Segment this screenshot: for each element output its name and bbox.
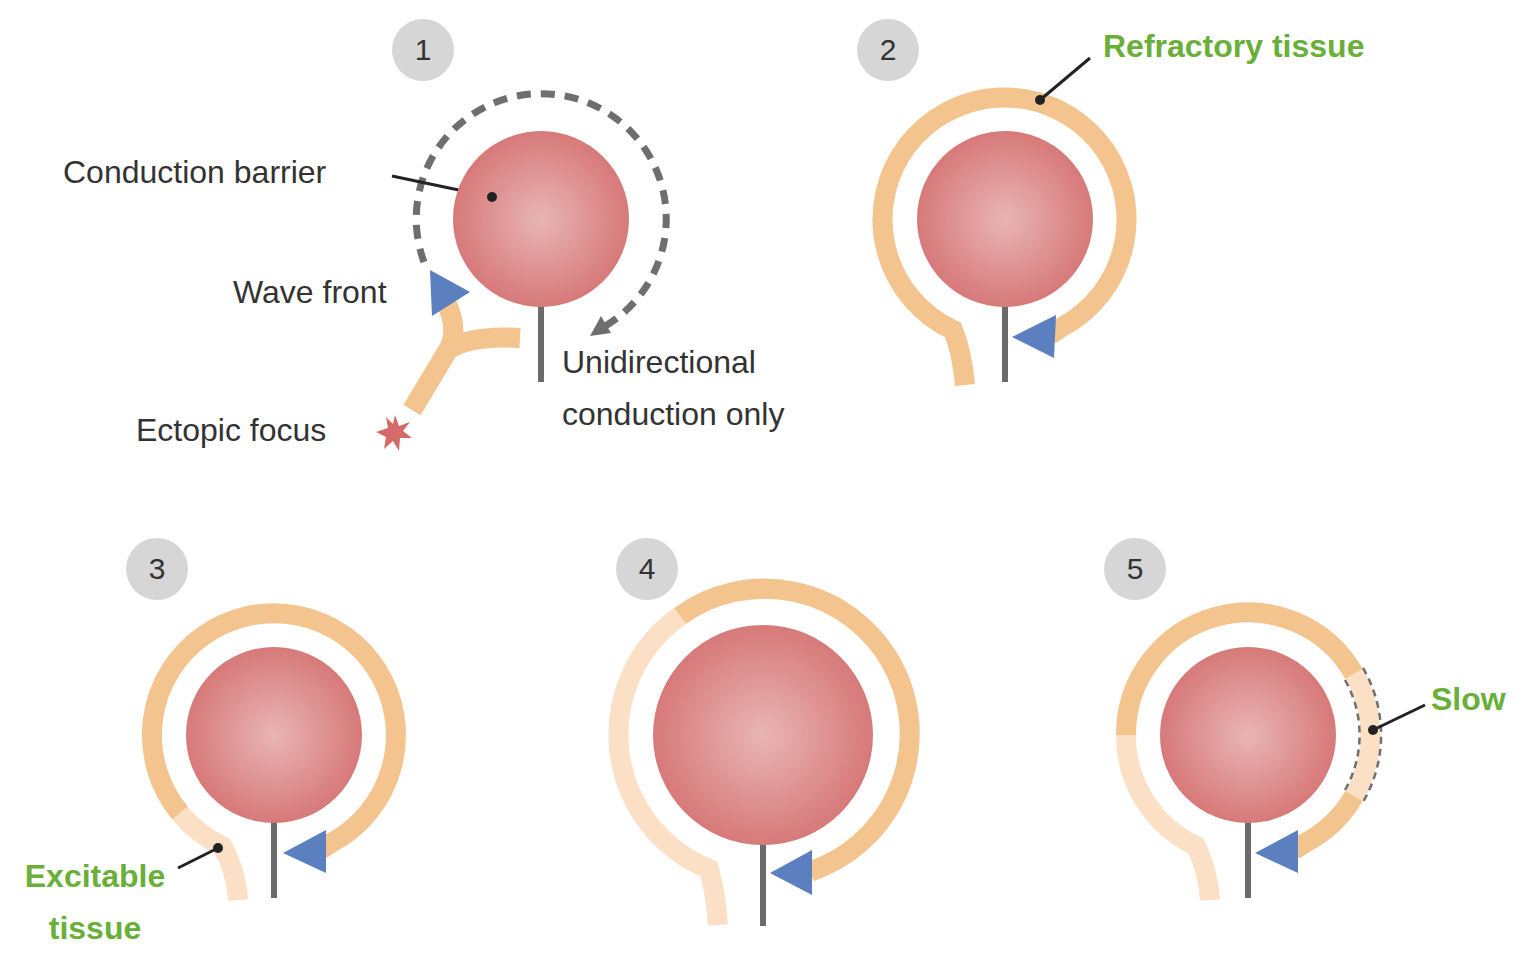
conduction-barrier [186,647,362,823]
refractory-ring [882,97,1126,385]
callout-number: 2 [880,35,897,65]
leader-dot [1035,95,1045,105]
wave-front [770,850,812,895]
callout-badge: 3 [126,538,188,600]
block-line [1245,815,1251,898]
leader-dot [213,843,223,853]
refractory-ring [1294,796,1354,850]
block-line [760,840,766,926]
leader-line [1373,705,1425,730]
block-line [538,300,544,382]
annotation-label: Ectopic focus [136,404,326,456]
slow-outline [1345,680,1360,790]
callout-badge: 5 [1104,538,1166,600]
callout-label: Refractory tissue [1103,20,1364,72]
wave-front [283,830,326,873]
slow-segment [1354,674,1370,796]
leader-line [178,848,218,868]
conduction-fiber [412,300,520,410]
direction-arrowhead [590,316,611,336]
wave-front [1255,830,1298,873]
annotation-label: Wave front [233,266,387,318]
refractory-ring [152,613,396,850]
callout-number: 4 [639,554,656,584]
leader-line [1040,58,1090,100]
block-line [271,815,277,898]
wave-front [430,270,470,316]
callout-badge: 1 [392,19,454,81]
leader-dot [1368,725,1378,735]
leader-dot [487,192,497,202]
callout-number: 5 [1127,554,1144,584]
excitable-segment [180,813,238,900]
conduction-barrier [1160,647,1336,823]
conduction-barrier [453,131,629,307]
circuit-path [416,94,666,329]
annotation-label: Unidirectional conduction only [562,336,852,440]
callout-number: 3 [149,554,166,584]
wave-front [1012,315,1056,358]
annotation-label: Conduction barrier [63,146,326,198]
callout-number: 1 [415,35,432,65]
callout-badge: 2 [857,19,919,81]
conduction-barrier [917,131,1093,307]
ectopic-focus-star [376,415,412,451]
callout-label: Slow [1431,673,1506,725]
callout-badge: 4 [616,538,678,600]
conduction-barrier [653,625,873,845]
block-line [1002,300,1008,382]
callout-label: Excitable tissue [10,850,180,954]
slow-outline [1363,668,1381,802]
